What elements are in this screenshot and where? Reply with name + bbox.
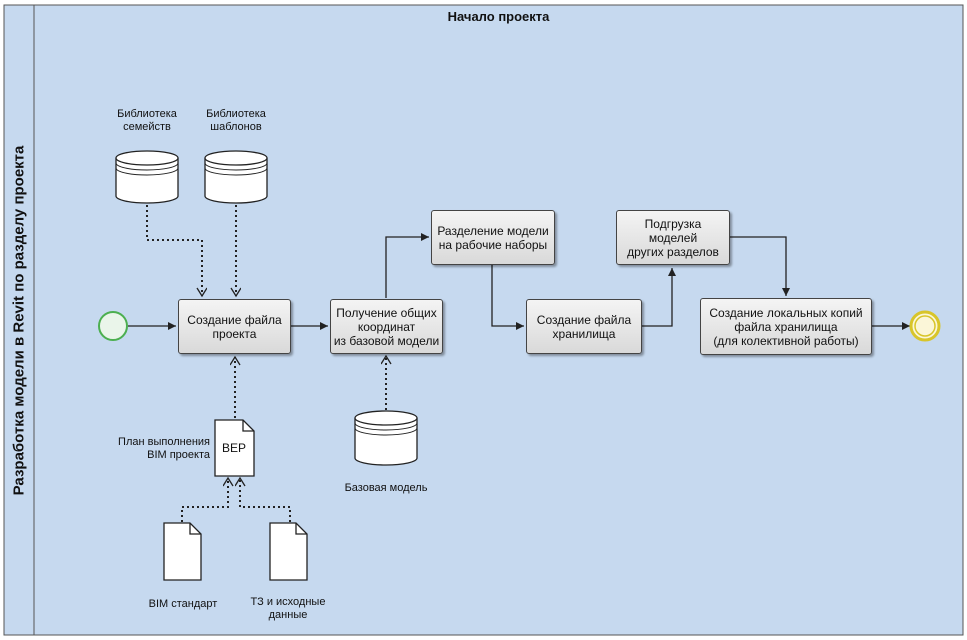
base-model-label: Базовая модель	[344, 482, 428, 494]
task-create-project[interactable]: Создание файла проекта	[178, 299, 291, 354]
end-event	[909, 310, 941, 342]
flow-split-to-central	[491, 265, 524, 330]
family-library-cylinder	[115, 150, 179, 204]
pool-title: Начало проекта	[447, 9, 550, 24]
bim-standard-document-icon	[163, 522, 202, 581]
lane-title: Разработка модели в Revit по разделу про…	[5, 6, 33, 634]
data-associations	[146, 205, 386, 522]
bep-icon-text: BEP	[222, 441, 247, 455]
base-model-cylinder	[354, 410, 418, 466]
task-load-models[interactable]: Подгрузка моделей других разделов	[616, 210, 730, 265]
lane-title-text: Разработка модели в Revit по разделу про…	[10, 145, 28, 495]
task-local-copies[interactable]: Создание локальных копий файла хранилища…	[700, 298, 872, 355]
flow-coords-to-split	[385, 233, 429, 298]
bim-standard-label: BIM стандарт	[148, 598, 218, 610]
flow-central-to-load	[642, 268, 676, 327]
sequence-flows	[128, 233, 910, 330]
task-create-central[interactable]: Создание файла хранилища	[526, 299, 642, 354]
task-get-coordinates[interactable]: Получение общих координат из базовой мод…	[330, 299, 443, 354]
tz-label: ТЗ и исходные данные	[250, 596, 326, 621]
template-library-cylinder	[204, 150, 268, 204]
tz-document-icon	[269, 522, 308, 581]
flow-load-to-local	[730, 236, 790, 296]
assoc-tz	[240, 478, 291, 522]
assoc-bim-standard	[181, 478, 228, 522]
template-library-label: Библиотека шаблонов	[206, 108, 266, 133]
bep-document-icon	[214, 419, 255, 477]
task-split-model[interactable]: Разделение модели на рабочие наборы	[431, 210, 555, 265]
bep-label: План выполнения BIM проекта	[118, 436, 210, 461]
family-library-label: Библиотека семейств	[117, 108, 177, 133]
start-event	[98, 311, 128, 341]
